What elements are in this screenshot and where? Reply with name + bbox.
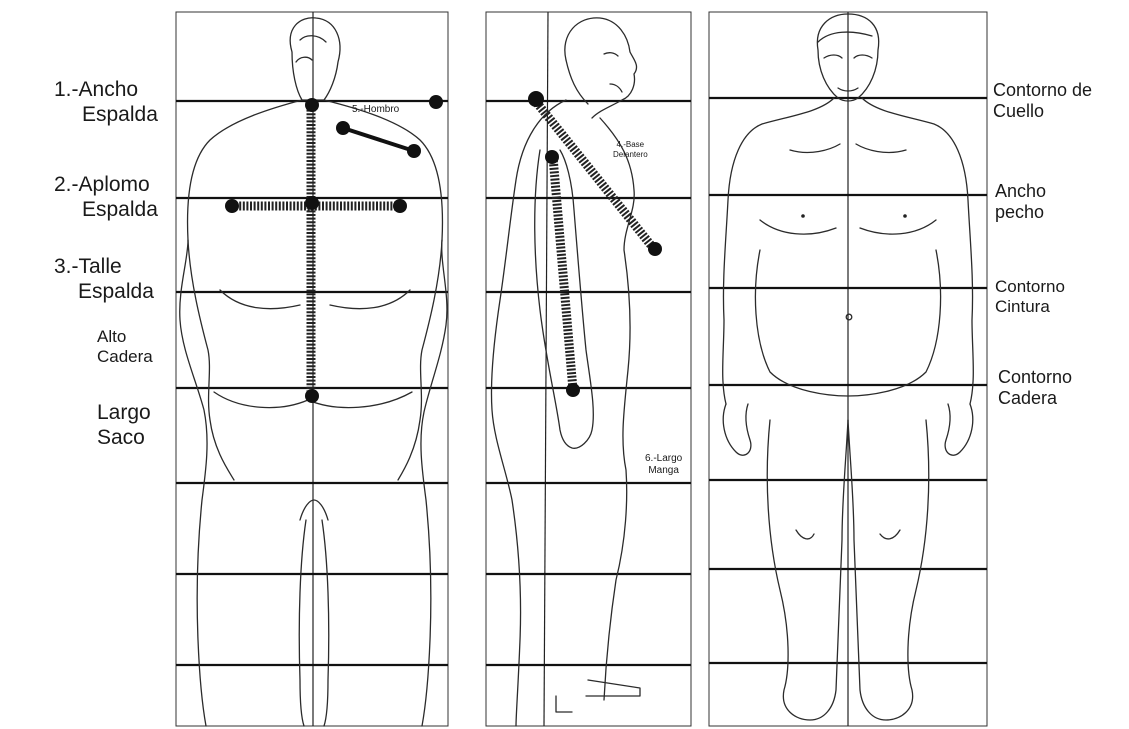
label-ancho-espalda-line2: Espalda: [54, 103, 158, 128]
label-largo-manga: 6.-Largo Manga: [645, 453, 682, 477]
label-ancho-pecho-line2: pecho: [995, 202, 1046, 223]
hombro-measure-line: [343, 128, 414, 151]
label-largo-saco: Largo Saco: [97, 401, 151, 451]
back-view-measure-tapes: [232, 106, 414, 393]
label-contorno-cadera-line2: Cadera: [998, 388, 1072, 409]
side-view-grid-lines: [486, 101, 691, 665]
label-talle-espalda-line2: Espalda: [54, 280, 154, 305]
label-contorno-cintura-line2: Cintura: [995, 297, 1065, 317]
label-ancho-pecho-line1: Ancho: [995, 181, 1046, 202]
label-hombro: 5.-Hombro: [352, 104, 399, 116]
side-view-measure-points: [528, 91, 662, 397]
label-aplomo-espalda: 2.-Aplomo Espalda: [54, 173, 158, 223]
label-aplomo-espalda-line1: 2.-Aplomo: [54, 173, 158, 198]
label-largo-saco-line1: Largo: [97, 401, 151, 426]
label-contorno-cintura-line1: Contorno: [995, 277, 1065, 297]
side-view-panel: [486, 12, 691, 726]
label-largo-manga-line2: Manga: [645, 465, 682, 477]
label-ancho-espalda: 1.-Ancho Espalda: [54, 78, 158, 128]
label-alto-cadera: Alto Cadera: [97, 327, 153, 367]
label-base-delantero: 4.-Base Delantero: [613, 140, 648, 160]
largo-manga-tape: [553, 157, 573, 390]
label-alto-cadera-line2: Cadera: [97, 347, 153, 367]
label-base-delantero-line2: Delantero: [613, 150, 648, 160]
label-ancho-espalda-line1: 1.-Ancho: [54, 78, 158, 103]
label-base-delantero-line1: 4.-Base: [613, 140, 648, 150]
label-largo-manga-line1: 6.-Largo: [645, 453, 682, 465]
label-contorno-cadera: Contorno Cadera: [998, 367, 1072, 409]
side-view-body-outline: [491, 18, 640, 726]
back-view-measure-points: [225, 95, 443, 403]
label-aplomo-espalda-line2: Espalda: [54, 198, 158, 223]
front-view-panel: [709, 12, 987, 726]
back-view-panel: [176, 12, 448, 726]
label-contorno-cuello-line2: Cuello: [993, 101, 1092, 122]
label-contorno-cintura: Contorno Cintura: [995, 277, 1065, 317]
label-ancho-pecho: Ancho pecho: [995, 181, 1046, 223]
label-talle-espalda: 3.-Talle Espalda: [54, 255, 154, 305]
label-contorno-cadera-line1: Contorno: [998, 367, 1072, 388]
label-talle-espalda-line1: 3.-Talle: [54, 255, 154, 280]
label-contorno-cuello: Contorno de Cuello: [993, 80, 1092, 122]
label-alto-cadera-line1: Alto: [97, 327, 153, 347]
label-largo-saco-line2: Saco: [97, 426, 151, 451]
label-contorno-cuello-line1: Contorno de: [993, 80, 1092, 101]
